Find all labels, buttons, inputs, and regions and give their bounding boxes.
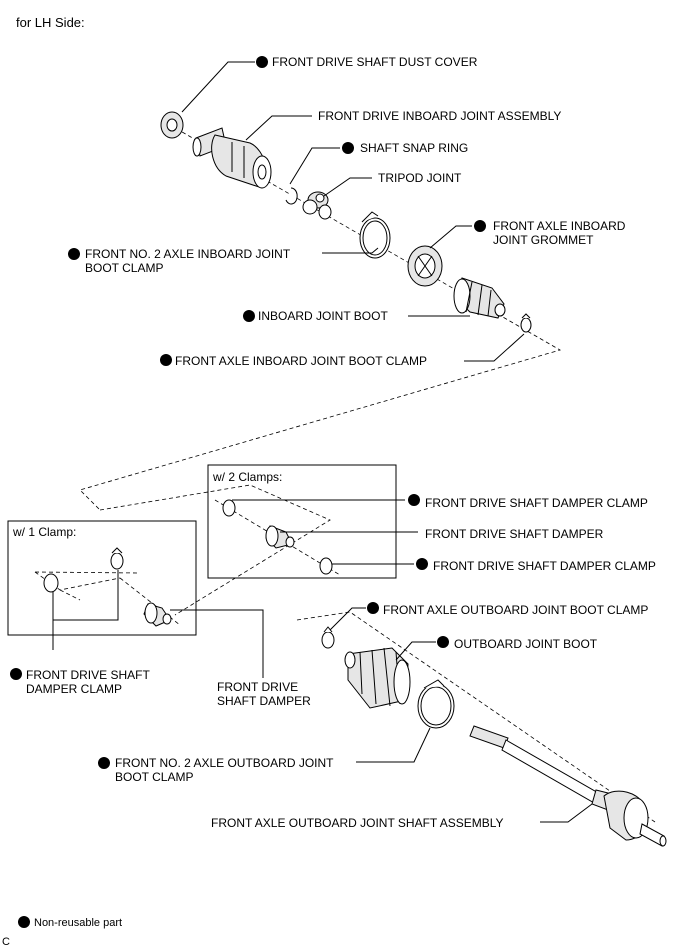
- label-no2-inboard-clamp-line1: FRONT NO. 2 AXLE INBOARD JOINT: [85, 247, 291, 261]
- label-snap-ring: SHAFT SNAP RING: [360, 141, 468, 155]
- non-reusable-marker: [160, 354, 172, 366]
- section-title: for LH Side:: [16, 15, 85, 30]
- leader-damper-1: [170, 609, 264, 678]
- non-reusable-marker: [342, 142, 354, 154]
- legend-marker-icon: [18, 916, 30, 928]
- label-damper-1-line2: SHAFT DAMPER: [217, 694, 311, 708]
- label-inboard-boot-clamp: FRONT AXLE INBOARD JOINT BOOT CLAMP: [175, 354, 427, 368]
- label-no2-inboard-clamp-line2: BOOT CLAMP: [85, 261, 163, 275]
- inboard-boot-clamp-part: [520, 313, 532, 333]
- non-reusable-marker: [408, 494, 420, 506]
- leader-no2-outboard-clamp: [356, 727, 431, 763]
- inboard-joint-boot-part: [453, 277, 506, 319]
- damper-2-part: [265, 525, 295, 549]
- damper-clamp-2a-part: [222, 499, 236, 517]
- outboard-boot-clamp-part: [321, 626, 335, 649]
- assembly-axis-lower: [99, 484, 656, 823]
- leader-outboard-boot: [395, 641, 436, 661]
- damper-clamp-2b-part: [319, 557, 333, 575]
- no2-outboard-boot-clamp-part: [417, 679, 455, 729]
- label-outboard-boot-clamp: FRONT AXLE OUTBOARD JOINT BOOT CLAMP: [383, 603, 648, 617]
- figure-code: C: [2, 936, 10, 948]
- non-reusable-marker: [243, 310, 255, 322]
- inboard-grommet-part: [407, 245, 443, 287]
- label-no2-outboard-clamp-line2: BOOT CLAMP: [115, 770, 193, 784]
- outboard-shaft-assembly-part: [469, 725, 667, 847]
- label-no2-outboard-clamp-line1: FRONT NO. 2 AXLE OUTBOARD JOINT: [115, 756, 334, 770]
- label-grommet-line2: JOINT GROMMET: [493, 233, 594, 247]
- label-tripod-joint: TRIPOD JOINT: [378, 171, 462, 185]
- one-clamp-box-title: w/ 1 Clamp:: [12, 525, 76, 539]
- snap-ring-part: [285, 187, 298, 205]
- label-damper-1-line1: FRONT DRIVE: [217, 680, 298, 694]
- tripod-joint-part: [302, 191, 332, 220]
- damper-clamp-1a-part: [110, 547, 124, 570]
- non-reusable-marker: [416, 558, 428, 570]
- damper-1-part: [143, 602, 172, 627]
- label-damper-clamp-1-line1: FRONT DRIVE SHAFT: [26, 668, 150, 682]
- non-reusable-marker: [367, 602, 379, 614]
- non-reusable-marker: [256, 56, 268, 68]
- dust-cover-part: [160, 111, 184, 139]
- label-damper-2: FRONT DRIVE SHAFT DAMPER: [425, 527, 604, 541]
- leader-dust-cover: [181, 61, 255, 113]
- two-clamps-box: [207, 464, 397, 579]
- inboard-joint-assembly-part: [192, 127, 272, 189]
- label-dust-cover: FRONT DRIVE SHAFT DUST COVER: [272, 55, 478, 69]
- leader-outboard-boot-clamp: [329, 607, 366, 631]
- label-outboard-shaft-assembly: FRONT AXLE OUTBOARD JOINT SHAFT ASSEMBLY: [211, 816, 504, 830]
- non-reusable-marker: [98, 757, 110, 769]
- leader-inboard-boot-clamp: [464, 333, 525, 362]
- non-reusable-marker: [10, 668, 22, 680]
- non-reusable-marker: [474, 220, 486, 232]
- label-damper-clamp-1-line2: DAMPER CLAMP: [26, 682, 122, 696]
- label-damper-clamp-2a: FRONT DRIVE SHAFT DAMPER CLAMP: [425, 496, 648, 510]
- no2-inboard-boot-clamp-part: [359, 211, 391, 259]
- leader-inboard-joint-assembly: [245, 115, 312, 141]
- label-inboard-boot: INBOARD JOINT BOOT: [258, 309, 388, 323]
- one-clamp-box: [7, 520, 197, 636]
- damper-clamp-1b-part: [43, 573, 59, 593]
- leader-tripod-joint: [323, 177, 372, 197]
- label-damper-clamp-2b: FRONT DRIVE SHAFT DAMPER CLAMP: [433, 559, 656, 573]
- leader-damper-clamp-1: [52, 570, 119, 621]
- non-reusable-marker: [437, 636, 449, 648]
- label-inboard-joint-assembly: FRONT DRIVE INBOARD JOINT ASSEMBLY: [318, 109, 561, 123]
- leader-no2-inboard-clamp: [322, 247, 379, 254]
- two-clamps-box-title: w/ 2 Clamps:: [212, 470, 282, 484]
- leader-snap-ring: [289, 147, 340, 185]
- outboard-joint-boot-part: [344, 647, 411, 709]
- leader-grommet: [429, 225, 472, 249]
- one-clamp-axis: [34, 571, 181, 626]
- label-grommet-line1: FRONT AXLE INBOARD: [493, 219, 626, 233]
- non-reusable-marker: [68, 248, 80, 260]
- label-outboard-boot: OUTBOARD JOINT BOOT: [454, 637, 598, 651]
- legend-non-reusable: Non-reusable part: [34, 917, 122, 929]
- leader-outboard-shaft-assembly: [540, 803, 593, 823]
